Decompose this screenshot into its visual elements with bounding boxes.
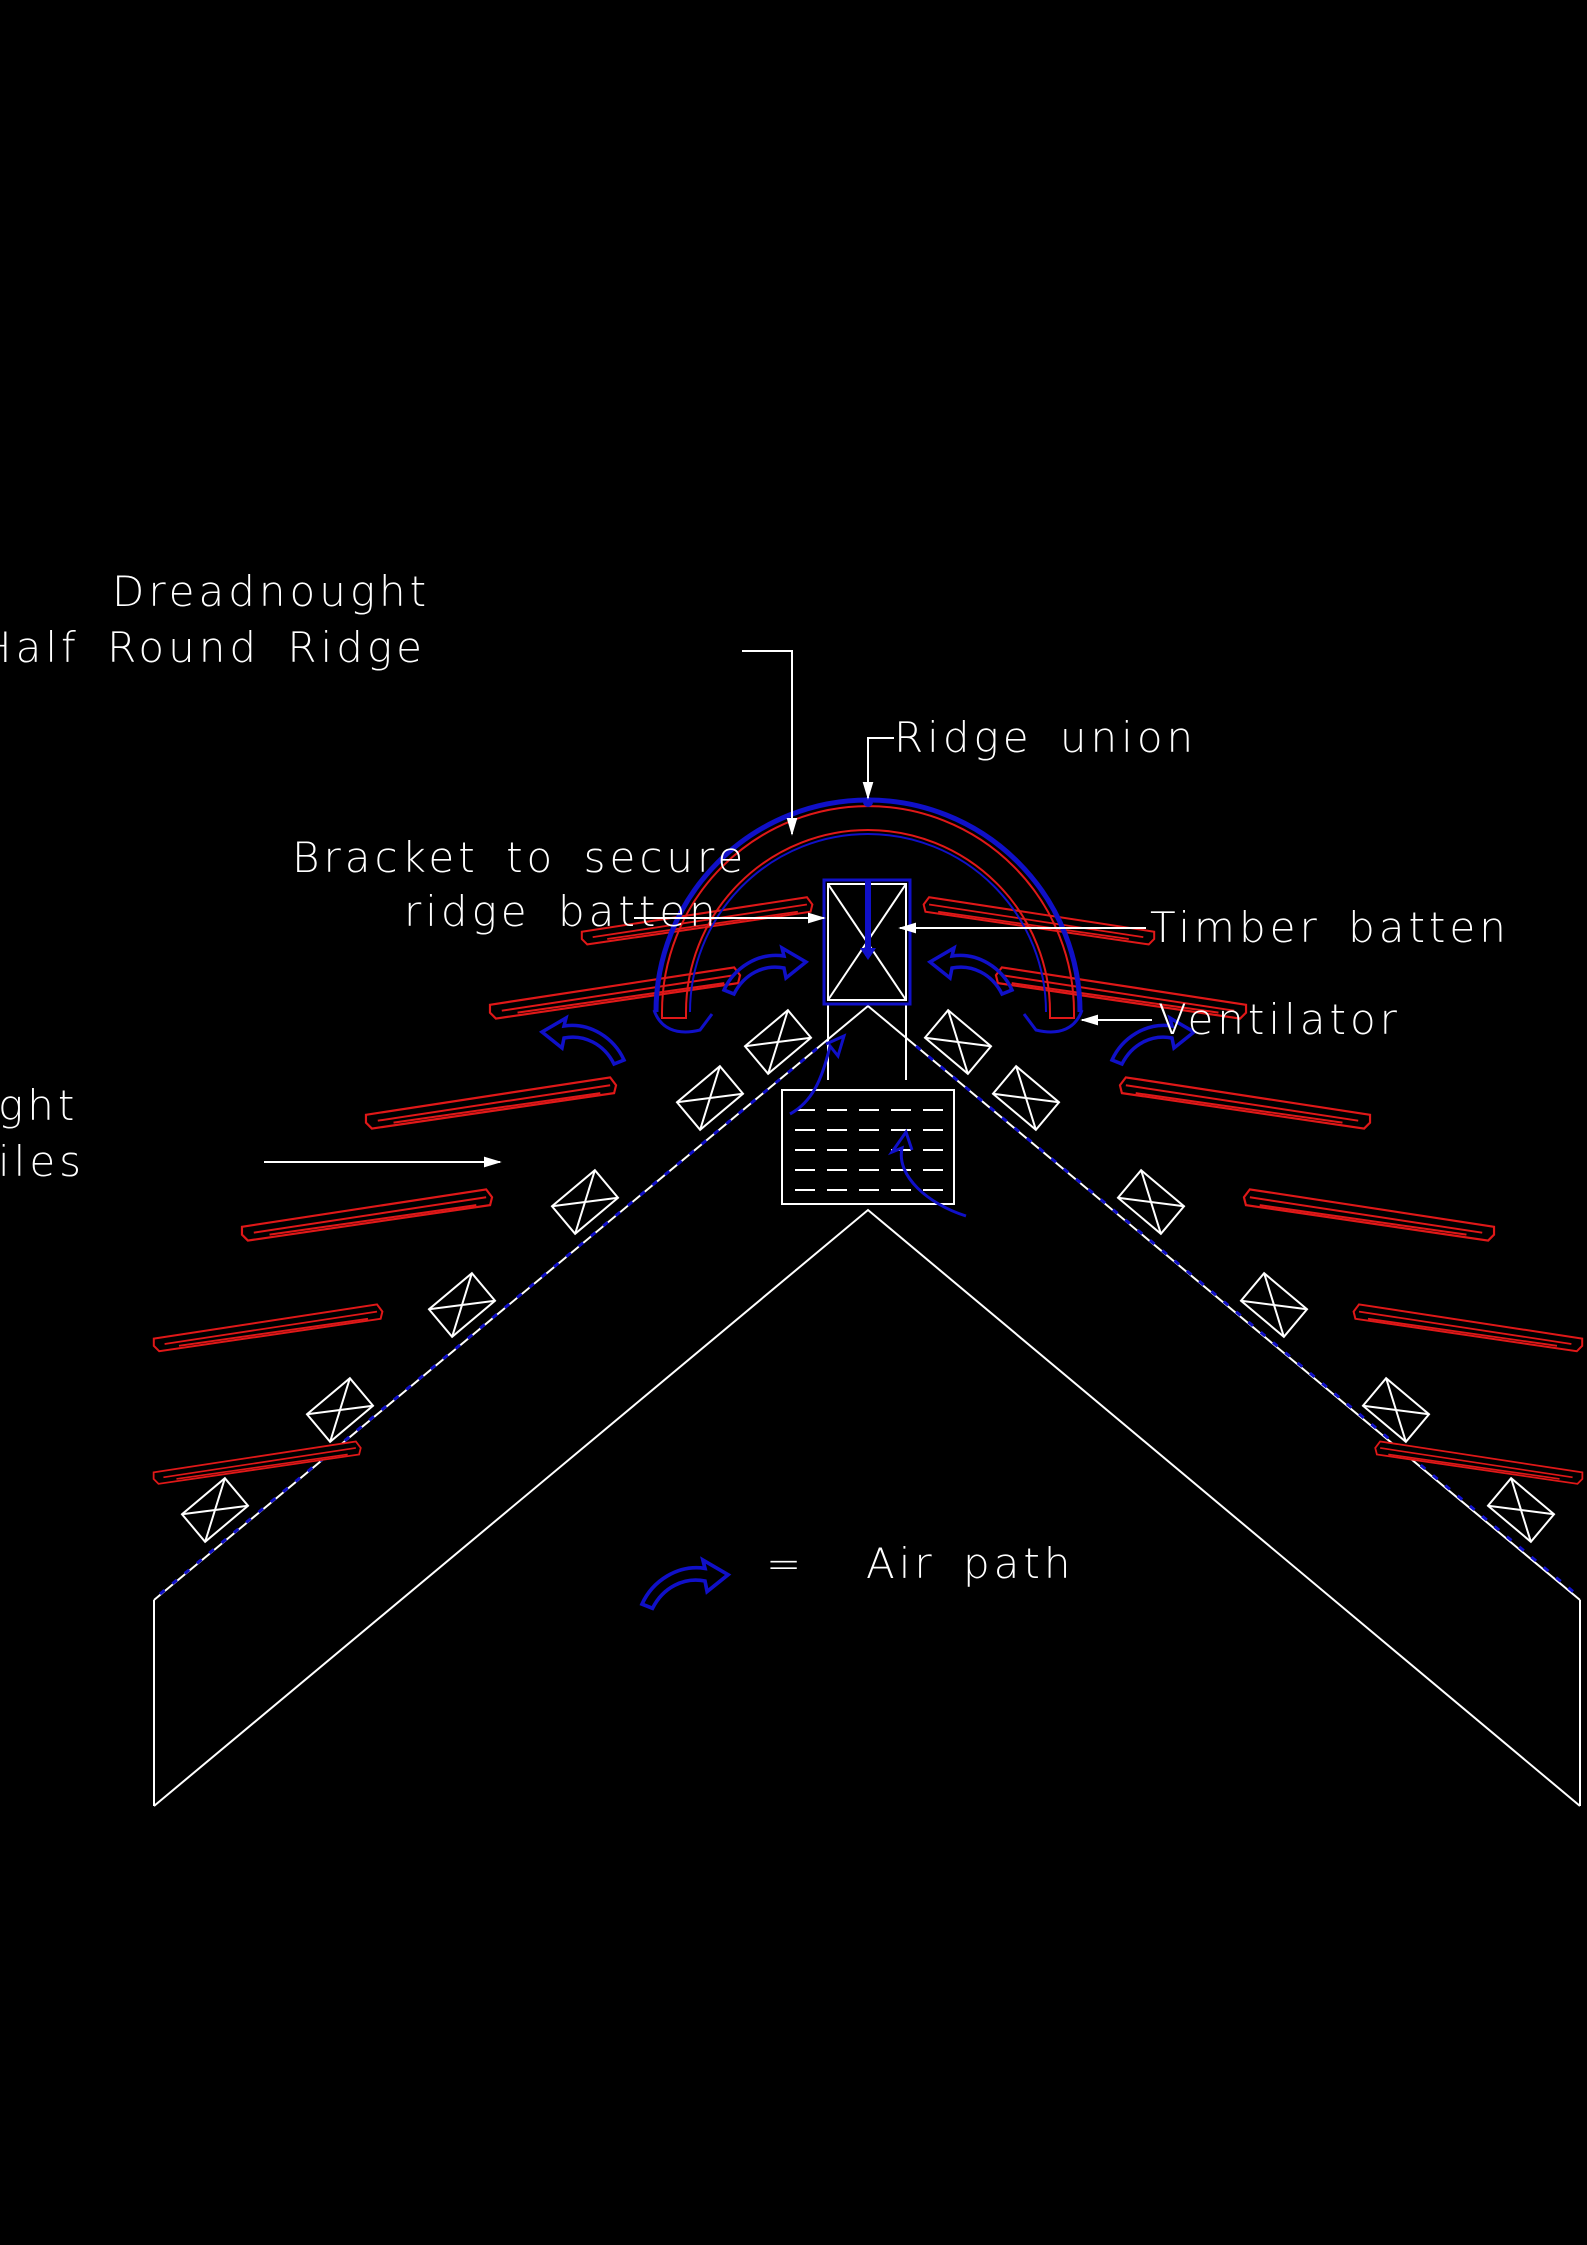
left-tile: [152, 1303, 384, 1353]
left-tile: [488, 966, 742, 1020]
ridge-inner-blue: [689, 833, 1047, 1013]
air-path-arrow-icon: [789, 1033, 847, 1116]
right-tile: [1374, 1440, 1584, 1485]
dreadnought-label-line1: Dreadnought: [112, 567, 430, 616]
ridge-union-leader: [862, 737, 894, 800]
left-batten: [305, 1377, 375, 1443]
outer-rafter-line: [153, 1004, 1581, 1601]
right-tile: [922, 896, 1156, 946]
ridge-leader: [742, 650, 798, 836]
right-tile: [1118, 1076, 1372, 1130]
roof-structure: [153, 1004, 1581, 1807]
ventilators: [652, 1009, 1084, 1034]
right-ventilator: [1022, 1009, 1084, 1034]
left-tile: [152, 1440, 362, 1485]
left-tile: [240, 1188, 494, 1242]
bracket-label-line1: Bracket to secure: [292, 833, 747, 882]
left-batten: [550, 1169, 620, 1235]
right-batten: [1361, 1377, 1431, 1443]
right-tile-courses: [922, 896, 1584, 1543]
ventilator-label: Ventilator: [1158, 995, 1401, 1044]
air-path-arrow-icon: [887, 1128, 967, 1218]
ridge-union-clip: [863, 797, 873, 807]
tiles-label-line1: ght: [0, 1081, 78, 1130]
right-batten: [1239, 1272, 1309, 1338]
labels: Dreadnought Half Round Ridge Ridge union…: [0, 567, 1510, 1186]
legend-equals: =: [766, 1539, 805, 1588]
right-batten: [1116, 1169, 1186, 1235]
air-path-arrow-icon: [722, 946, 808, 996]
ridge-screw-tip: [860, 948, 876, 960]
air-path-arrows: [540, 946, 1196, 1218]
vent-grille: [781, 1089, 955, 1205]
air-path-arrow-icon: [640, 1558, 730, 1611]
inner-ceiling-line: [153, 1208, 1581, 1807]
ridge-union-label: Ridge union: [894, 713, 1197, 762]
left-batten: [743, 1009, 813, 1075]
left-batten: [675, 1065, 745, 1131]
timber-batten-label: Timber batten: [1150, 903, 1510, 952]
ridge-assembly: [781, 878, 955, 1205]
air-path-arrow-icon: [928, 946, 1014, 996]
ridge-left-foot: [661, 1012, 687, 1019]
tiles-label-line2: iles: [0, 1137, 85, 1186]
legend: = Air path: [640, 1539, 1075, 1611]
air-path-arrow-icon: [540, 1016, 626, 1066]
dreadnought-label-line2: Half Round Ridge: [0, 623, 426, 672]
left-tile: [364, 1076, 618, 1130]
left-batten: [427, 1272, 497, 1338]
ridge-right-foot: [1049, 1012, 1075, 1019]
right-membrane-line: [915, 1044, 1577, 1596]
right-batten: [991, 1065, 1061, 1131]
left-batten: [180, 1477, 250, 1543]
left-ventilator: [652, 1009, 714, 1034]
right-batten: [923, 1009, 993, 1075]
legend-air-path-label: Air path: [866, 1539, 1075, 1588]
vent-grille-slots: [795, 1109, 943, 1191]
right-tile: [1242, 1188, 1496, 1242]
right-tile: [1352, 1303, 1584, 1353]
leader-lines: [264, 650, 1152, 1168]
left-tile-courses: [152, 896, 814, 1543]
bracket-label-line2: ridge batten: [404, 887, 720, 936]
